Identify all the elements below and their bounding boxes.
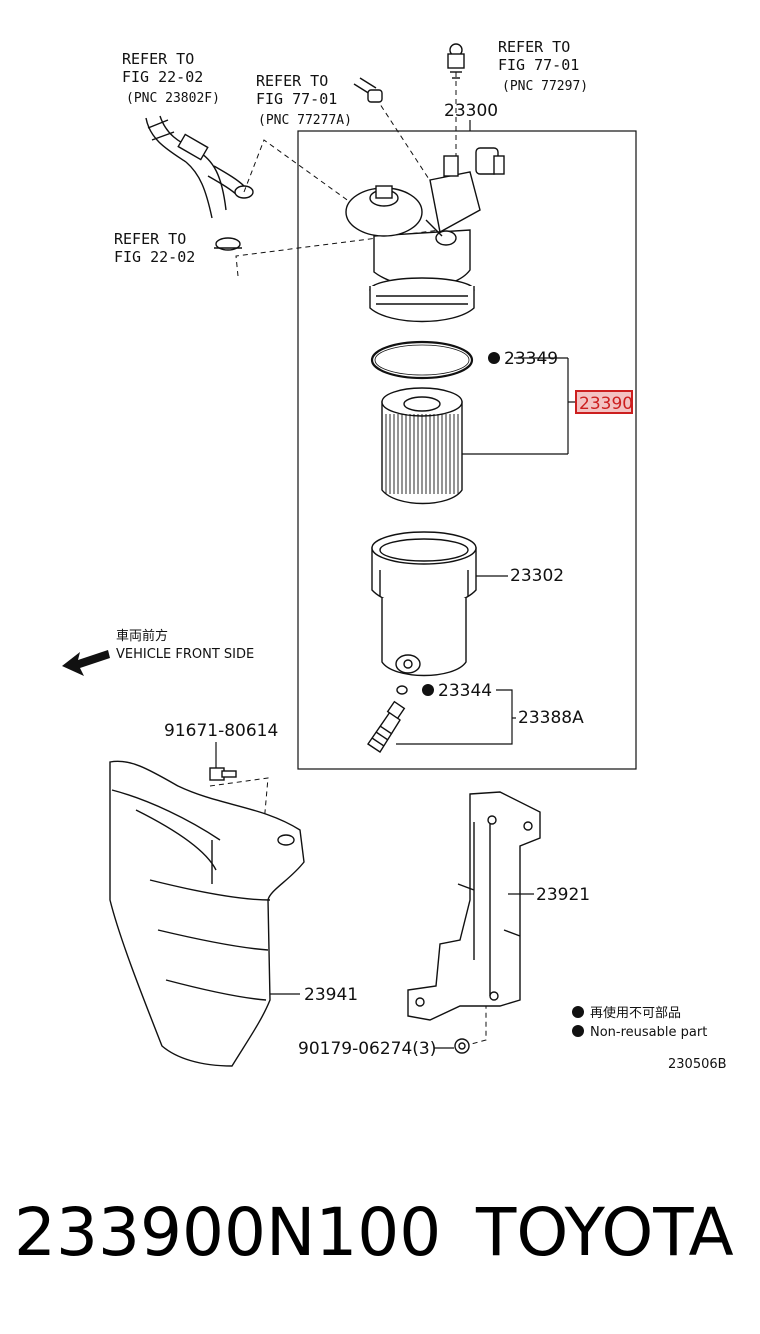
legend-marker-icon: [572, 1006, 584, 1018]
hose-clamp-lower-icon: [215, 237, 241, 251]
fuel-hose-illustration: [145, 115, 254, 251]
ref-fig-22-02-top[interactable]: REFER TO FIG 22-02 (PNC 23802F): [122, 50, 220, 106]
non-reusable-marker-23349: [488, 352, 500, 364]
screw-icon: [454, 1038, 470, 1054]
svg-text:REFER TO: REFER TO: [114, 230, 186, 248]
label-23390[interactable]: 23390: [579, 394, 633, 414]
part-number: 233900N100: [14, 1194, 442, 1271]
ref-fig-77-01-top[interactable]: REFER TO FIG 77-01 (PNC 77297): [498, 38, 588, 94]
vehicle-front-arrow-icon: [62, 650, 110, 676]
svg-text:(PNC 23802F): (PNC 23802F): [126, 91, 220, 106]
label-23941[interactable]: 23941: [304, 985, 358, 1005]
figure-code: 230506B: [668, 1057, 727, 1072]
svg-text:REFER TO: REFER TO: [498, 38, 570, 56]
filter-case-illustration: [371, 531, 477, 677]
o-ring-illustration: [370, 340, 474, 380]
parts-diagram: REFER TO FIG 22-02 (PNC 23802F) REFER TO…: [62, 38, 727, 1072]
drain-plug-illustration: [367, 700, 406, 753]
bolt-icon: [209, 767, 237, 781]
reference-dashed-lines: [209, 72, 487, 1047]
svg-text:(PNC 77297): (PNC 77297): [502, 79, 588, 94]
svg-text:FIG 77-01: FIG 77-01: [498, 56, 579, 74]
label-23302[interactable]: 23302: [510, 566, 564, 586]
label-23388a[interactable]: 23388A: [518, 708, 584, 728]
svg-text:REFER TO: REFER TO: [122, 50, 194, 68]
svg-text:FIG 22-02: FIG 22-02: [114, 248, 195, 266]
ref-fig-22-02-low[interactable]: REFER TO FIG 22-02: [114, 230, 195, 266]
bracket-illustration: [407, 791, 541, 1021]
legend-marker-icon: [572, 1025, 584, 1037]
label-23349[interactable]: 23349: [504, 349, 558, 369]
svg-text:(PNC 77277A): (PNC 77277A): [258, 113, 352, 128]
label-91671-80614[interactable]: 91671-80614: [164, 721, 278, 741]
label-vehicle-front-jp: 車両前方: [116, 628, 168, 644]
svg-text:REFER TO: REFER TO: [256, 72, 328, 90]
filter-head-illustration: [345, 147, 505, 323]
label-23921[interactable]: 23921: [536, 885, 590, 905]
sensor-connector-icon: [447, 43, 465, 79]
part-caption: 233900N100 TOYOTA: [0, 1188, 760, 1278]
non-reusable-marker-23344: [422, 684, 434, 696]
brand-name: TOYOTA: [476, 1194, 734, 1271]
label-23300[interactable]: 23300: [444, 101, 498, 121]
highlight-box-23390: [575, 390, 633, 414]
legend-en: Non-reusable part: [590, 1025, 707, 1040]
connector-icon: [353, 77, 383, 103]
svg-text:FIG 77-01: FIG 77-01: [256, 90, 337, 108]
filter-element-illustration: [381, 387, 463, 505]
label-90179-06274[interactable]: 90179-06274(3): [298, 1039, 436, 1059]
small-o-ring-illustration: [396, 685, 408, 695]
ref-fig-77-01-mid[interactable]: REFER TO FIG 77-01 (PNC 77277A): [256, 72, 352, 128]
heat-insulator-illustration: [109, 760, 305, 1067]
label-23344[interactable]: 23344: [438, 681, 492, 701]
label-vehicle-front-en: VEHICLE FRONT SIDE: [116, 647, 254, 662]
svg-text:FIG 22-02: FIG 22-02: [122, 68, 203, 86]
assembly-frame: [297, 130, 637, 770]
legend-jp: 再使用不可部品: [590, 1005, 681, 1021]
